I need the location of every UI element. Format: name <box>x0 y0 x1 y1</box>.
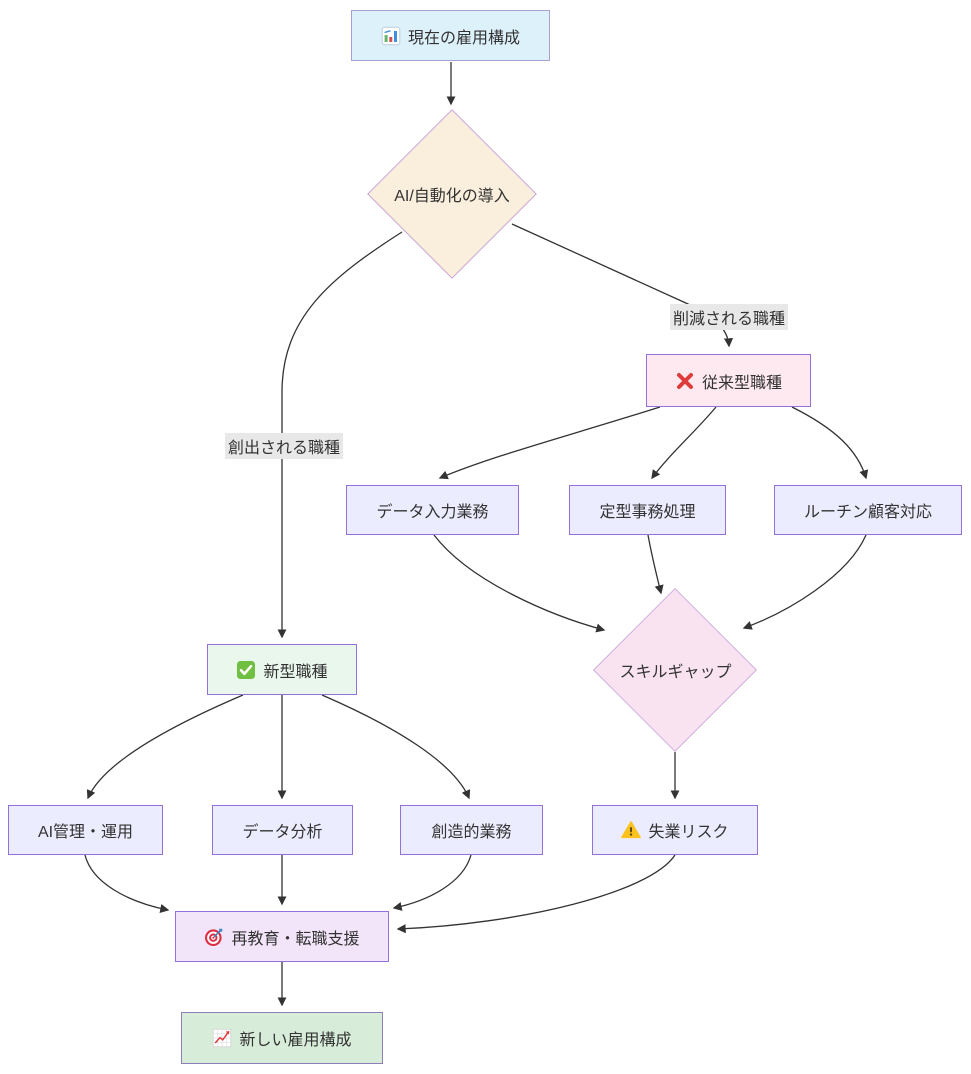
node-retraining-support: 再教育・転職支援 <box>175 911 389 962</box>
node-new-job-types: 新型職種 <box>207 644 357 695</box>
node-label: 失業リスク <box>648 824 729 841</box>
node-label: データ入力業務 <box>376 504 489 521</box>
edge-label-reduced-jobs: 削減される職種 <box>669 304 789 330</box>
node-label: 創造的業務 <box>431 824 512 841</box>
node-new-employment: 新しい雇用構成 <box>181 1012 383 1064</box>
node-label: 新型職種 <box>263 663 328 681</box>
node-label: AI/自動化の導入 <box>394 188 510 205</box>
node-creative-work: 創造的業務 <box>400 805 543 855</box>
node-label: AI管理・運用 <box>37 824 134 841</box>
node-ai-adoption-decision: AI/自動化の導入 <box>367 109 537 279</box>
node-data-analysis: データ分析 <box>212 805 353 855</box>
node-label: 新しい雇用構成 <box>239 1032 352 1049</box>
cross-mark-icon <box>675 371 695 391</box>
node-label: 定型事務処理 <box>599 504 696 521</box>
node-skill-gap-decision: スキルギャップ <box>592 587 758 753</box>
node-routine-customer: ルーチン顧客対応 <box>774 485 962 535</box>
node-label: 従来型職種 <box>701 374 782 392</box>
node-label: ルーチン顧客対応 <box>803 504 932 521</box>
node-label: データ分析 <box>242 824 323 841</box>
node-ai-management: AI管理・運用 <box>8 805 163 855</box>
node-unemployment-risk: 失業リスク <box>592 805 758 855</box>
node-label: スキルギャップ <box>619 664 732 681</box>
node-label: 現在の雇用構成 <box>407 29 520 47</box>
node-traditional-jobs: 従来型職種 <box>646 354 811 407</box>
warning-icon <box>621 820 642 840</box>
node-routine-clerical: 定型事務処理 <box>569 485 726 535</box>
check-icon <box>236 660 256 680</box>
node-data-entry: データ入力業務 <box>346 485 519 535</box>
chart-up-icon <box>212 1028 232 1048</box>
edge-label-created-jobs: 創出される職種 <box>224 433 344 459</box>
node-label: 再教育・転職支援 <box>231 930 360 948</box>
bar-chart-icon <box>381 26 401 46</box>
target-icon <box>204 927 224 947</box>
node-current-employment: 現在の雇用構成 <box>351 10 550 61</box>
